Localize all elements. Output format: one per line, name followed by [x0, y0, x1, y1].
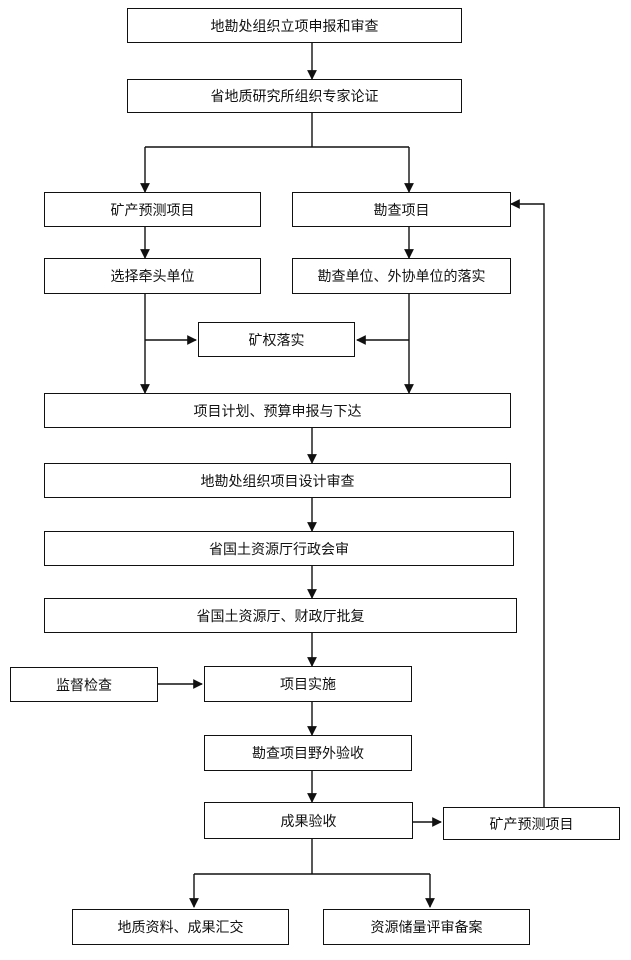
node-expert-evaluation: 省地质研究所组织专家论证	[127, 79, 462, 113]
edge-n16-n4	[510, 199, 545, 807]
node-mineral-prediction-project-2: 矿产预测项目	[443, 807, 620, 840]
node-approval: 省国土资源厅、财政厅批复	[44, 598, 517, 633]
node-project-application-review: 地勘处组织立项申报和审查	[127, 8, 462, 43]
node-supervision: 监督检查	[10, 667, 158, 702]
node-design-review: 地勘处组织项目设计审查	[44, 463, 511, 498]
node-plan-budget: 项目计划、预算申报与下达	[44, 393, 511, 428]
node-mineral-prediction-project: 矿产预测项目	[44, 192, 261, 227]
node-result-acceptance: 成果验收	[204, 802, 413, 839]
node-admin-review: 省国土资源厅行政会审	[44, 531, 514, 566]
node-select-lead-unit: 选择牵头单位	[44, 258, 261, 294]
node-data-submission: 地质资料、成果汇交	[72, 909, 289, 945]
node-implementation: 项目实施	[204, 666, 412, 702]
node-confirm-units: 勘查单位、外协单位的落实	[292, 258, 511, 294]
node-mining-rights: 矿权落实	[198, 322, 355, 357]
node-exploration-project: 勘查项目	[292, 192, 511, 227]
node-reserve-filing: 资源储量评审备案	[323, 909, 530, 945]
node-field-acceptance: 勘查项目野外验收	[204, 735, 412, 771]
